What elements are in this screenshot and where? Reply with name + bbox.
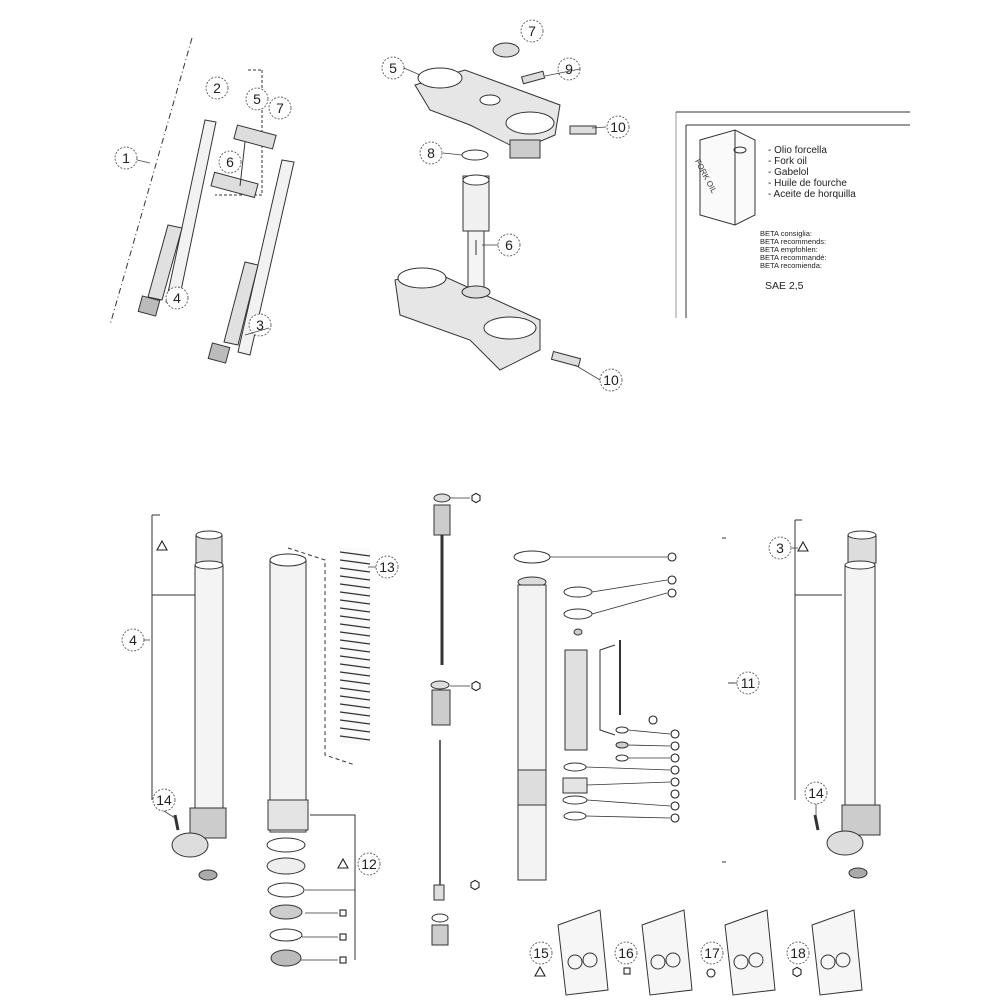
- callout-numbers: 1 2 3 4 5 6 7 5 7 9 10 8 6 10 4 13 12 3 …: [122, 23, 824, 961]
- fork-assembly-overview: [109, 37, 295, 364]
- callout-circles: [114, 19, 828, 965]
- inner-tube: [266, 547, 356, 967]
- callout-5: 5: [389, 60, 397, 76]
- recommend-en: BETA recommends:: [760, 237, 827, 246]
- callout-4-bottom: 4: [129, 632, 137, 648]
- oil-name-fr: - Huile de fourche: [768, 178, 847, 189]
- callout-11: 11: [741, 675, 756, 691]
- recommend-list: BETA consiglia: BETA recommends: BETA em…: [760, 230, 827, 270]
- oil-name-list: - Olio forcella - Fork oil - Gabelol - H…: [768, 145, 856, 200]
- oil-name-de: - Gabelol: [768, 167, 809, 178]
- upper-triple-clamp: [414, 67, 561, 159]
- callout-10-bottom: 10: [603, 372, 619, 388]
- callout-7: 7: [528, 23, 536, 39]
- callout-leader-lines: [136, 67, 817, 819]
- callout-3-bottom: 3: [776, 540, 784, 556]
- callout-5-small: 5: [253, 91, 261, 107]
- callout-12: 12: [361, 856, 377, 872]
- outer-tube-right: [722, 519, 881, 879]
- callout-15: 15: [533, 945, 549, 961]
- callout-18: 18: [790, 945, 806, 961]
- callout-6: 6: [505, 237, 513, 253]
- callout-6-small: 6: [226, 154, 234, 170]
- callout-16: 16: [618, 945, 634, 961]
- recommend-de: BETA empfohlen:: [760, 245, 818, 254]
- triangle-symbols: [156, 540, 809, 977]
- oil-name-es: - Aceite de horquilla: [768, 189, 856, 200]
- recommend-it: BETA consiglia:: [760, 229, 812, 238]
- oil-name-en: - Fork oil: [768, 156, 807, 167]
- outer-tube-left: [151, 514, 227, 881]
- callout-13: 13: [379, 559, 395, 575]
- callout-17: 17: [704, 945, 720, 961]
- recommend-fr: BETA recommandé:: [760, 253, 827, 262]
- callout-7-small: 7: [276, 100, 284, 116]
- cartridge-tube: [513, 550, 629, 881]
- oil-name-it: - Olio forcella: [768, 145, 827, 156]
- recommend-es: BETA recomienda:: [760, 261, 822, 270]
- callout-14-right: 14: [808, 785, 824, 801]
- callout-9: 9: [565, 61, 573, 77]
- callout-10-top: 10: [610, 119, 626, 135]
- steering-stem: [462, 174, 490, 292]
- lower-triple-clamp: [394, 267, 541, 371]
- fork-spring: [339, 548, 371, 744]
- callout-14-left: 14: [156, 792, 172, 808]
- callout-1: 1: [122, 150, 130, 166]
- oil-grade: SAE 2,5: [765, 280, 804, 292]
- callout-8: 8: [427, 145, 435, 161]
- damper-rod: [430, 493, 451, 946]
- callout-4: 4: [173, 290, 181, 306]
- seal-kit-bags: [557, 909, 863, 996]
- top-small-parts: [461, 42, 597, 368]
- symbol-leader-lines: [301, 497, 671, 961]
- fork-oil-box: [675, 111, 910, 318]
- callout-2: 2: [213, 80, 221, 96]
- callout-3: 3: [256, 317, 264, 333]
